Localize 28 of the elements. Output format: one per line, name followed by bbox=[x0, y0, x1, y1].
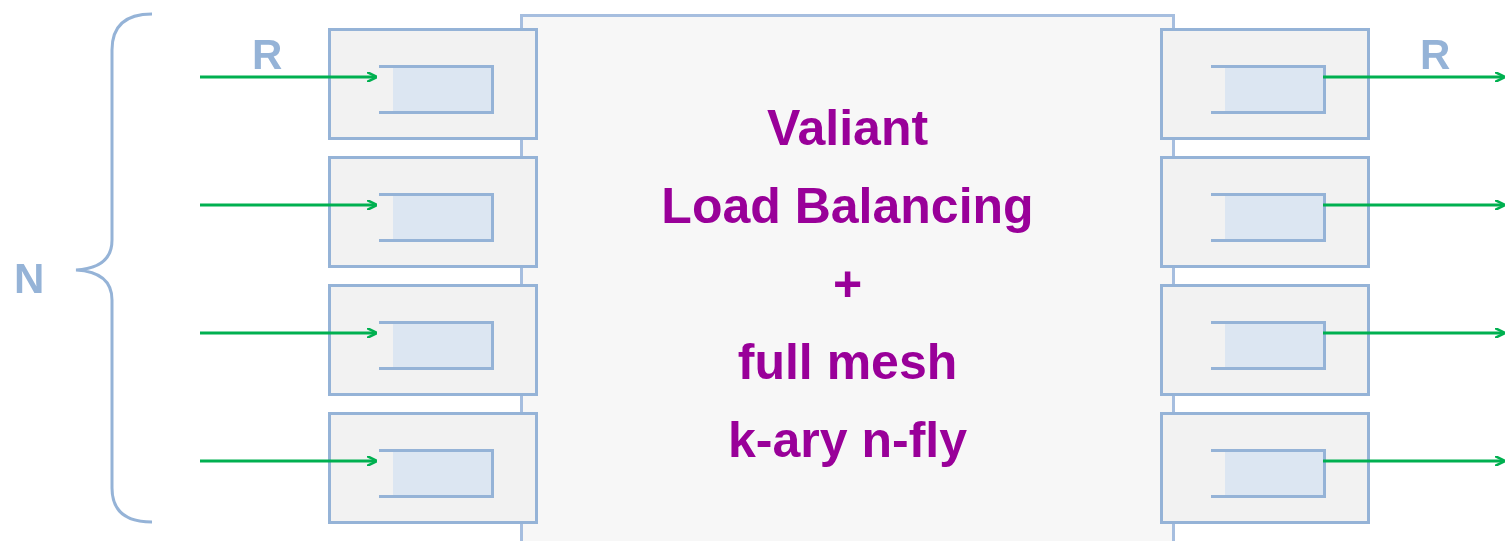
port-box bbox=[1160, 284, 1370, 396]
arrow bbox=[1323, 70, 1506, 84]
queue-icon bbox=[379, 193, 494, 242]
queue-icon bbox=[1211, 65, 1326, 114]
port-box bbox=[328, 284, 538, 396]
port-label: R bbox=[1420, 34, 1451, 76]
arrow bbox=[200, 198, 379, 212]
port-box bbox=[328, 156, 538, 268]
queue-icon bbox=[1211, 321, 1326, 370]
arrow bbox=[200, 454, 379, 468]
arrow bbox=[1323, 198, 1506, 212]
count-label: N bbox=[14, 258, 45, 300]
arrow bbox=[200, 70, 379, 84]
arrow bbox=[1323, 454, 1506, 468]
arrow bbox=[1323, 326, 1506, 340]
queue-icon bbox=[379, 321, 494, 370]
queue-icon bbox=[379, 449, 494, 498]
port-box bbox=[328, 28, 538, 140]
switch-label: Valiant Load Balancing + full mesh k-ary n-fly bbox=[661, 99, 1034, 470]
queue-icon bbox=[1211, 449, 1326, 498]
arrow bbox=[200, 326, 379, 340]
port-box bbox=[1160, 412, 1370, 524]
queue-icon bbox=[1211, 193, 1326, 242]
port-label: R bbox=[252, 34, 283, 76]
port-box bbox=[1160, 156, 1370, 268]
queue-icon bbox=[379, 65, 494, 114]
port-box bbox=[328, 412, 538, 524]
port-box bbox=[1160, 28, 1370, 140]
